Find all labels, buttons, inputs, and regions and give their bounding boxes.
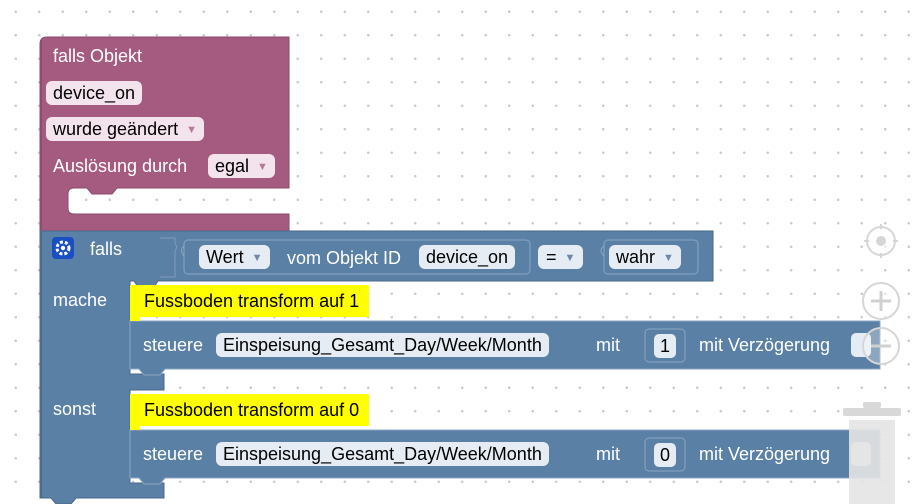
else-target-id[interactable]: Einspeisung_Gesamt_Day/Week/Month bbox=[216, 442, 549, 466]
then-action-label: steuere bbox=[143, 335, 204, 355]
else-delay-label: mit Verzögerung bbox=[699, 444, 831, 464]
compare-value: wahr bbox=[616, 247, 656, 267]
target-icon[interactable] bbox=[863, 223, 899, 259]
trigger-source-value: egal bbox=[215, 156, 250, 176]
else-with-label: mit bbox=[596, 444, 620, 464]
condition-socket bbox=[160, 237, 177, 278]
trigger-block-edge bbox=[40, 40, 42, 230]
operator-dropdown[interactable]: =▼ bbox=[538, 245, 584, 269]
chevron-down-icon: ▼ bbox=[257, 161, 268, 173]
chevron-down-icon: ▼ bbox=[186, 124, 197, 136]
else-comment[interactable]: Fussboden transform auf 0 bbox=[130, 394, 370, 426]
then-target-id[interactable]: Einspeisung_Gesamt_Day/Week/Month bbox=[216, 333, 549, 357]
gear-icon[interactable] bbox=[52, 237, 74, 259]
else-value-input[interactable]: 0 bbox=[654, 443, 676, 467]
trigger-event-value: wurde geändert bbox=[53, 119, 179, 139]
then-delay-label: mit Verzögerung bbox=[699, 335, 831, 355]
condition-tab bbox=[181, 245, 185, 257]
value-type-value: Wert bbox=[206, 247, 244, 267]
object-id-label: vom Objekt ID bbox=[287, 248, 402, 268]
then-keyword: mache bbox=[53, 290, 108, 310]
trash-icon[interactable] bbox=[843, 402, 901, 504]
if-block-edge bbox=[40, 232, 42, 498]
condition-object-id[interactable]: device_on bbox=[419, 245, 516, 269]
trigger-object-id[interactable]: device_on bbox=[46, 81, 143, 105]
else-keyword: sonst bbox=[53, 399, 97, 419]
else-action-label: steuere bbox=[143, 444, 204, 464]
chevron-down-icon: ▼ bbox=[564, 252, 576, 264]
zoom-in-icon[interactable] bbox=[861, 281, 901, 321]
compare-value-dropdown[interactable]: wahr ▼ bbox=[609, 245, 681, 269]
chevron-down-icon: ▼ bbox=[251, 252, 263, 264]
trigger-source-label: Auslösung durch bbox=[53, 156, 188, 176]
trigger-event-dropdown[interactable]: wurde geändert ▼ bbox=[46, 117, 204, 141]
trigger-source-dropdown[interactable]: egal ▼ bbox=[208, 154, 275, 178]
chevron-down-icon: ▼ bbox=[663, 252, 674, 264]
then-value-input[interactable]: 1 bbox=[654, 334, 676, 358]
compare-tab bbox=[600, 245, 605, 257]
then-comment[interactable]: Fussboden transform auf 1 bbox=[130, 285, 370, 317]
value-type-dropdown[interactable]: Wert ▼ bbox=[199, 245, 270, 269]
then-with-label: mit bbox=[596, 335, 620, 355]
operator-value: = bbox=[546, 247, 557, 267]
if-keyword: falls bbox=[90, 239, 123, 259]
zoom-out-icon[interactable] bbox=[861, 326, 901, 366]
trigger-title: falls Objekt bbox=[53, 46, 143, 66]
then-delay-checkbox[interactable] bbox=[851, 333, 871, 357]
